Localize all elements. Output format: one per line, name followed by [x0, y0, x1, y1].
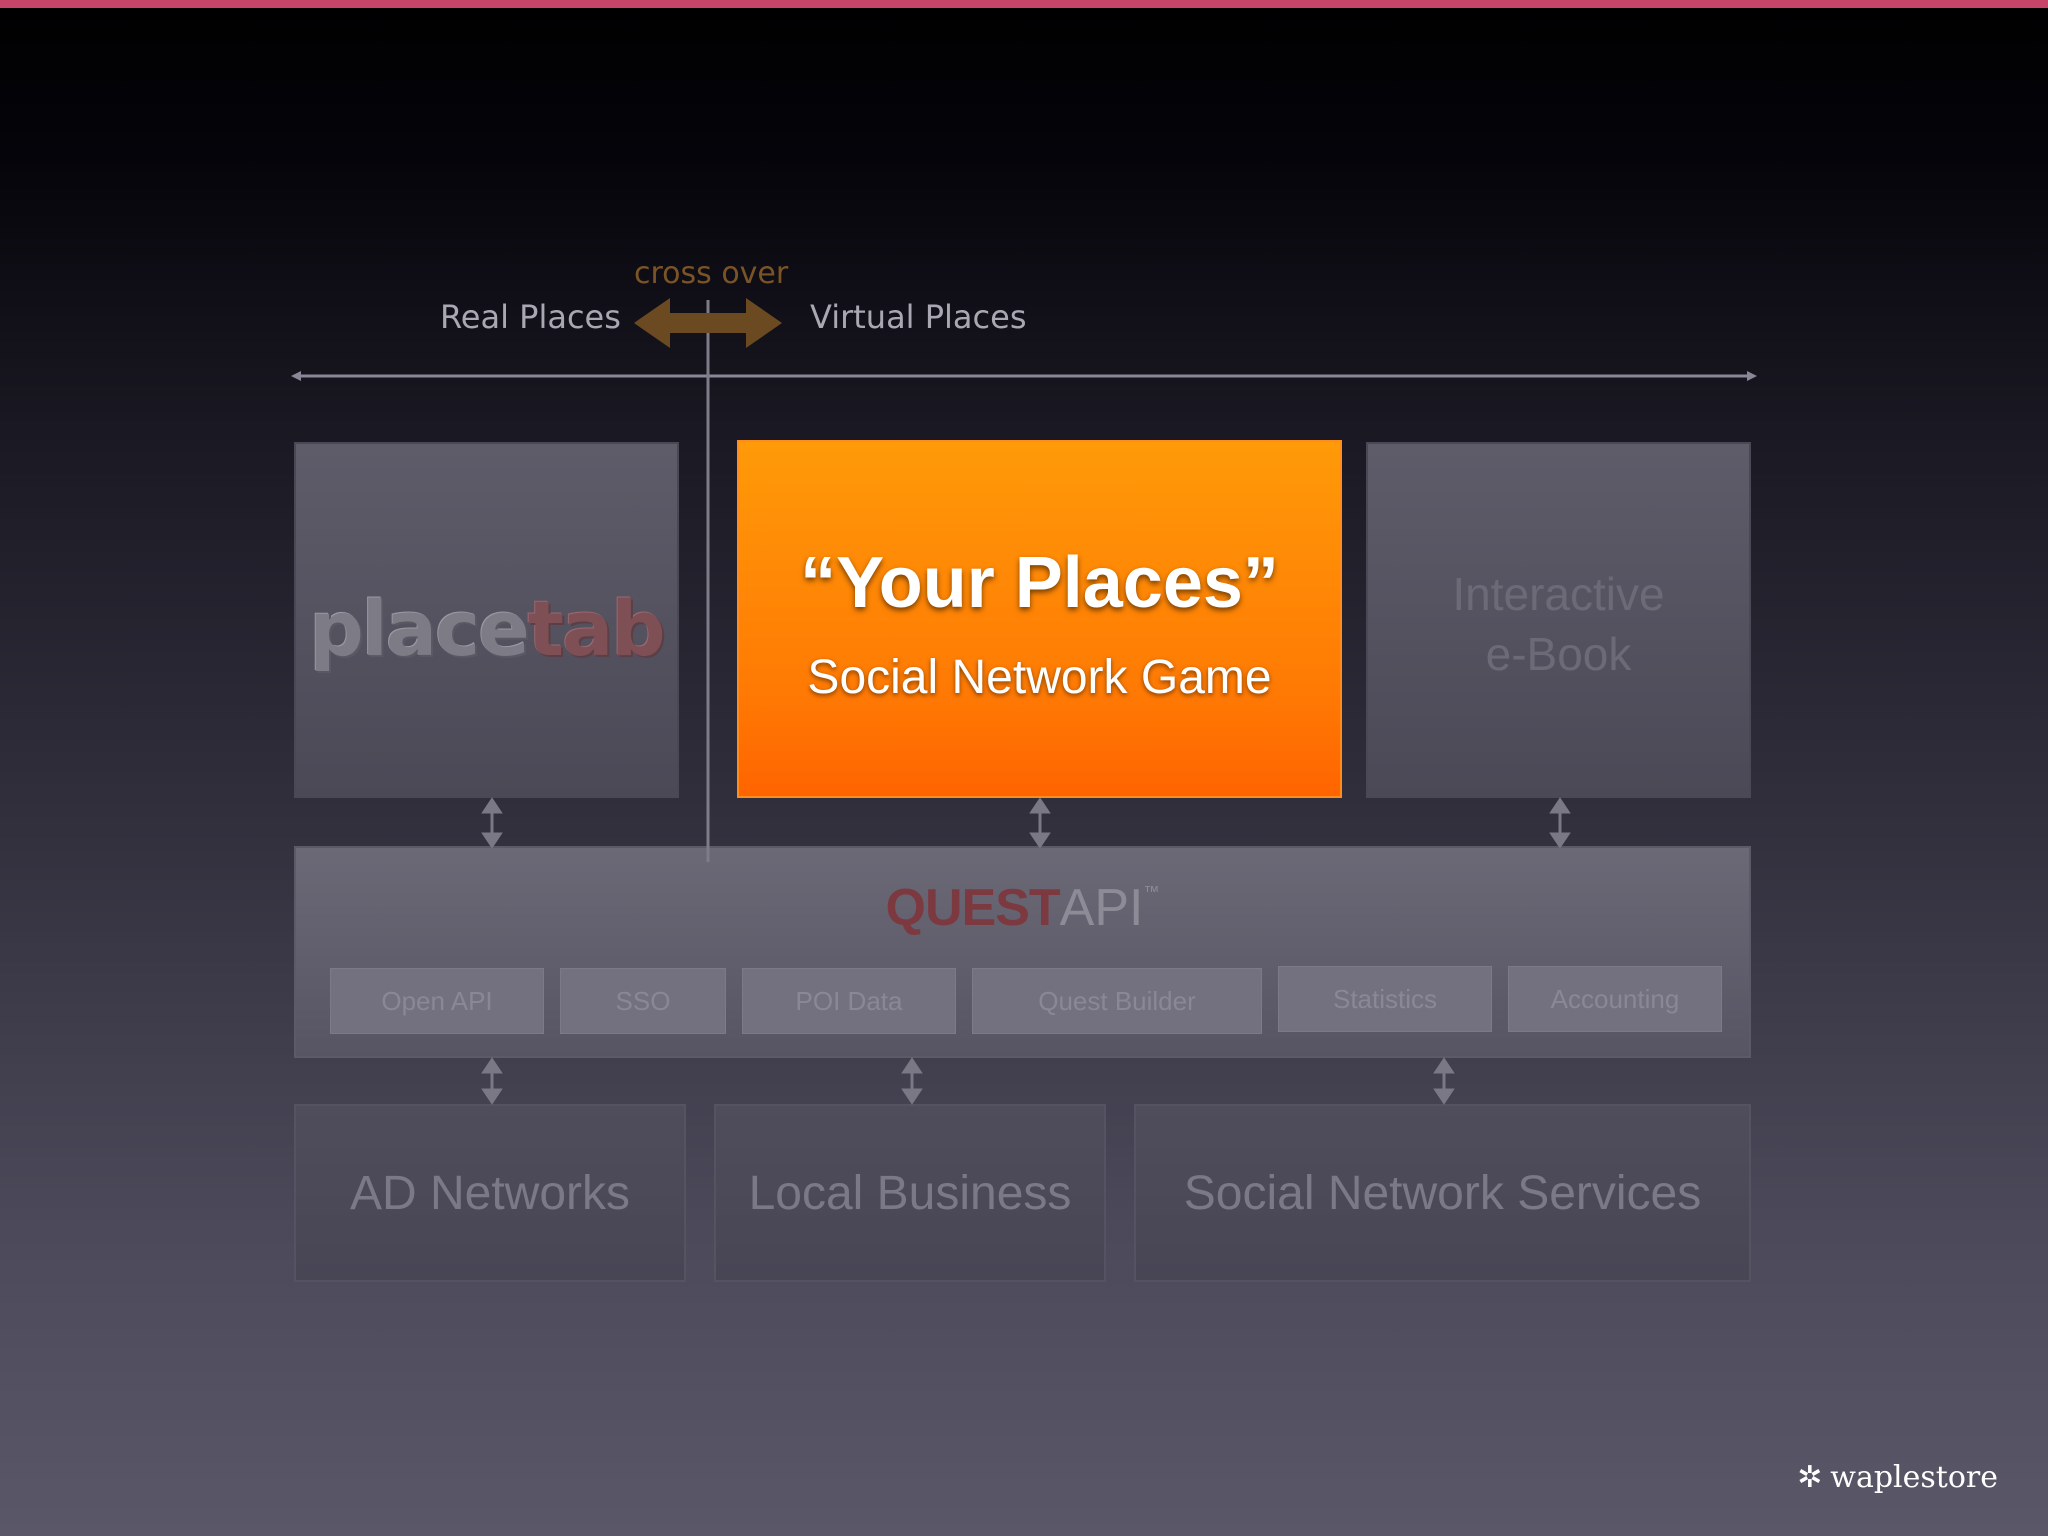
social-network-services-label: Social Network Services — [1183, 1167, 1702, 1220]
module-statistics: Statistics — [1278, 966, 1492, 1032]
local-business-label: Local Business — [748, 1167, 1072, 1220]
real-places-label: Real Places — [440, 298, 621, 336]
module-poi-data: POI Data — [742, 968, 956, 1034]
waplestore-name: waplestore — [1830, 1460, 1998, 1495]
connector-arrows-bottom — [481, 1057, 1455, 1105]
quest-api-logo: QUESTAPI™ — [885, 879, 1160, 937]
your-places-title: “Your Places” — [800, 543, 1279, 623]
cross-over-arrow-icon — [634, 298, 782, 348]
interactive-ebook-box: Interactive e-Book — [1366, 442, 1751, 798]
social-network-services-box: Social Network Services — [1134, 1104, 1751, 1282]
module-open-api: Open API — [330, 968, 544, 1034]
top-accent-bar — [0, 0, 2048, 8]
your-places-box: “Your Places” Social Network Game — [737, 440, 1342, 798]
waplestore-brand: ✲waplestore — [1797, 1460, 1998, 1495]
connector-arrows-top — [481, 797, 1571, 849]
placetab-box: placetab — [294, 442, 679, 798]
waplestore-logo-icon: ✲ — [1797, 1460, 1823, 1495]
module-accounting: Accounting — [1508, 966, 1722, 1032]
quest-api-panel: QUESTAPI™ Open API SSO POI Data Quest Bu… — [294, 846, 1751, 1058]
ad-networks-box: AD Networks — [294, 1104, 686, 1282]
ad-networks-label: AD Networks — [349, 1167, 631, 1220]
module-sso: SSO — [560, 968, 726, 1034]
virtual-places-label: Virtual Places — [810, 298, 1027, 336]
local-business-box: Local Business — [714, 1104, 1106, 1282]
module-quest-builder: Quest Builder — [972, 968, 1262, 1034]
placetab-logo: placetab — [309, 584, 665, 673]
your-places-subtitle: Social Network Game — [807, 651, 1272, 704]
cross-over-label: cross over — [634, 256, 789, 291]
interactive-ebook-label: Interactive e-Book — [1452, 568, 1665, 680]
